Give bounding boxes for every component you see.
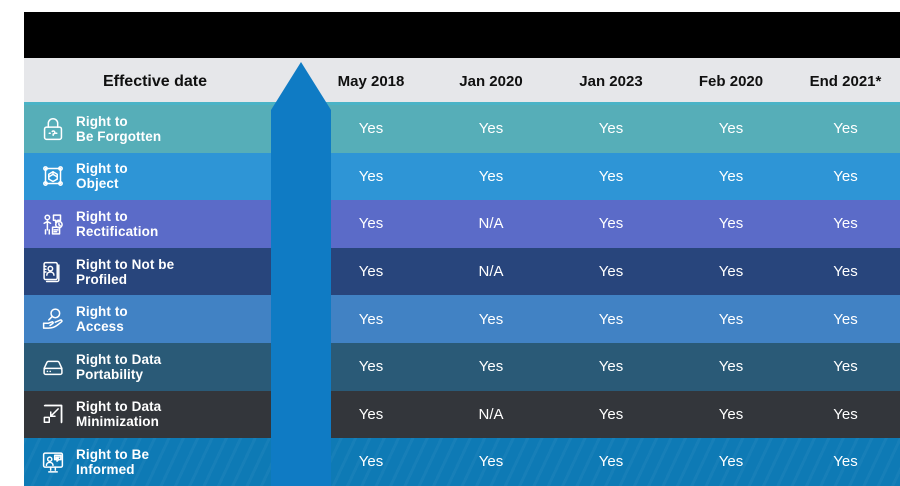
- screen-person-icon: [24, 447, 76, 477]
- table-cell: Yes: [358, 120, 384, 138]
- table-cell: N/A: [478, 405, 504, 423]
- table-cell: Yes: [478, 310, 504, 328]
- row-title: Right to Rectification: [76, 208, 159, 239]
- row-title: Right to Be Forgotten: [76, 113, 162, 144]
- table-cell: Yes: [833, 120, 858, 138]
- header-col-2: Jan 2020: [459, 73, 523, 90]
- header-col-5: End 2021*: [809, 73, 882, 90]
- table-cell: Yes: [478, 358, 504, 376]
- header-col-3: Jan 2023: [579, 73, 643, 90]
- table-cell: Yes: [833, 358, 858, 376]
- row-label: Right to Rectification: [24, 200, 286, 248]
- table-cell: Yes: [833, 167, 858, 185]
- table-cell: Yes: [833, 215, 858, 233]
- table-row: Right to Be Informed Yes Yes Yes Yes Yes: [24, 438, 900, 486]
- hard-drive-icon: [24, 352, 76, 382]
- table-row: Right to Data Portability Yes Yes Yes Yes Yes: [24, 343, 900, 391]
- row-title: Right to Data Minimization: [76, 399, 162, 430]
- table-row: Right to Data Minimization Yes N/A Yes Yes Ye…: [24, 390, 900, 439]
- table-header-row: Effective date May 2018 Jan 2020 Jan 202…: [24, 58, 900, 105]
- table-cell: Yes: [598, 215, 624, 233]
- table-cell: Yes: [358, 405, 384, 423]
- padlock-icon: [24, 114, 76, 144]
- table-cell: Yes: [478, 167, 504, 185]
- table-cell: Yes: [358, 167, 384, 185]
- table-cell: Yes: [833, 310, 858, 328]
- minimize-arrow-icon: [24, 399, 76, 429]
- redacted-title-cell-1: [286, 12, 431, 58]
- table-cell: Yes: [478, 120, 504, 138]
- table-row: Right to Rectification Yes N/A Yes Yes Yes: [24, 200, 900, 248]
- row-title: Right to Data Portability: [76, 351, 162, 382]
- table-cell: Yes: [358, 263, 384, 281]
- redacted-title-cell-5: [791, 12, 900, 58]
- header-effective-date: Effective date: [102, 73, 208, 90]
- table-row: Right to Not be Profiled Yes N/A Yes Yes Yes: [24, 247, 900, 296]
- redacted-title-cell-0: [24, 12, 286, 58]
- cube-nodes-icon: [24, 161, 76, 191]
- table-cell: Yes: [358, 310, 384, 328]
- table-cell: Yes: [718, 167, 744, 185]
- table-cell: Yes: [833, 405, 858, 423]
- table-cell: Yes: [718, 263, 744, 281]
- row-label: Right to Object: [24, 153, 286, 201]
- row-label: Right to Access: [24, 295, 286, 343]
- table-cell: Yes: [598, 405, 624, 423]
- row-label: Right to Be Forgotten: [24, 105, 286, 153]
- row-title: Right to Be Informed: [76, 446, 150, 477]
- table-cell: Yes: [598, 358, 624, 376]
- table-cell: N/A: [478, 215, 504, 233]
- table-cell: Yes: [718, 310, 744, 328]
- table-cell: Yes: [598, 310, 624, 328]
- id-card-stack-icon: [24, 257, 76, 287]
- person-edit-icon: [24, 209, 76, 239]
- table-cell: N/A: [478, 263, 504, 281]
- table-cell: Yes: [718, 358, 744, 376]
- table-row: Right to Be Forgotten Yes Yes Yes Yes Yes: [24, 105, 900, 153]
- redacted-title-cell-3: [551, 12, 671, 58]
- header-col-4: Feb 2020: [698, 73, 764, 90]
- table-row: Right to Access Yes Yes Yes Yes Yes: [24, 295, 900, 343]
- table-cell: Yes: [718, 405, 744, 423]
- table-cell: Yes: [598, 167, 624, 185]
- row-label: Right to Not be Profiled: [24, 248, 286, 296]
- table-cell: Yes: [358, 453, 384, 471]
- table-cell: Yes: [833, 263, 858, 281]
- redacted-title-cell-4: [671, 12, 791, 58]
- redacted-title-cell-2: [431, 12, 551, 58]
- table-row: Right to Object Yes Yes Yes Yes Yes: [24, 152, 900, 201]
- row-title: Right to Access: [76, 304, 128, 335]
- table-cell: Yes: [598, 453, 624, 471]
- table-cell: Yes: [358, 358, 384, 376]
- row-label: Right to Data Portability: [24, 343, 286, 391]
- redacted-title-row: [24, 12, 900, 58]
- row-title: Right to Object: [76, 161, 128, 192]
- row-label: Right to Be Informed: [24, 438, 286, 486]
- hand-magnifier-icon: [24, 304, 76, 334]
- table-cell: Yes: [598, 263, 624, 281]
- header-col-1: May 2018: [337, 73, 405, 90]
- table-cell: Yes: [718, 215, 744, 233]
- table-cell: Yes: [833, 453, 858, 471]
- table-cell: Yes: [718, 453, 744, 471]
- table-cell: Yes: [718, 120, 744, 138]
- row-title: Right to Not be Profiled: [76, 256, 175, 287]
- table-cell: Yes: [478, 453, 504, 471]
- table-cell: Yes: [358, 215, 384, 233]
- row-label: Right to Data Minimization: [24, 391, 286, 439]
- table-cell: Yes: [598, 120, 624, 138]
